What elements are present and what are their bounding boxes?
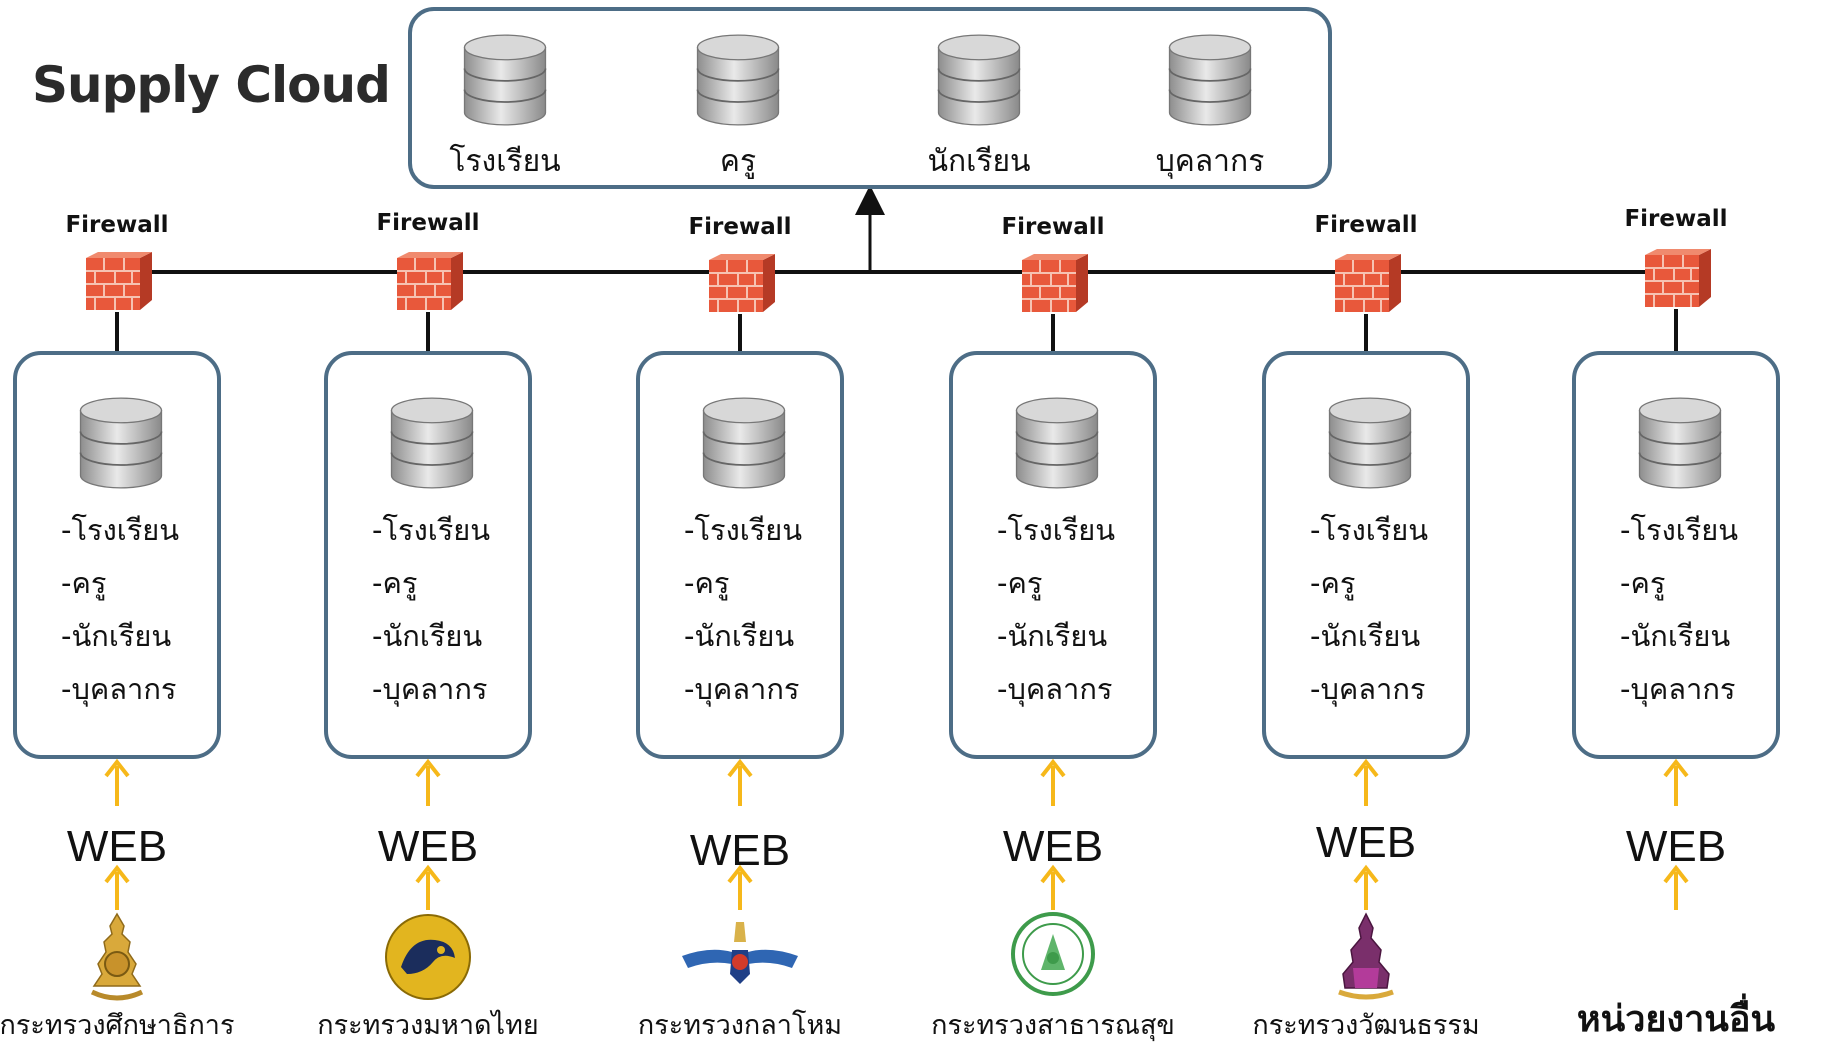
ministry-of-public-health-emblem	[1011, 912, 1095, 996]
firewall-icon	[703, 254, 777, 316]
database-icon	[694, 30, 782, 130]
database-icon	[1636, 393, 1724, 493]
submit-arrow	[415, 864, 441, 910]
firewall-icon	[391, 252, 465, 314]
agency-data-item: -ครู	[684, 566, 730, 600]
agency-name: กระทรวงมหาดไทย	[317, 1010, 539, 1041]
agency-data-item: -นักเรียน	[1620, 619, 1731, 653]
agency-data-item: -นักเรียน	[684, 619, 795, 653]
agency-name: กระทรวงศึกษาธิการ	[0, 1010, 235, 1041]
agency-data-item: -นักเรียน	[61, 619, 172, 653]
firewall-label: Firewall	[688, 214, 792, 240]
firewall-label: Firewall	[1624, 206, 1728, 232]
agency-data-item: -ครู	[1310, 566, 1356, 600]
web-label: WEB	[66, 822, 168, 871]
firewall-label: Firewall	[1001, 214, 1105, 240]
agency-name: กระทรวงกลาโหม	[637, 1010, 843, 1041]
agency-data-item: -นักเรียน	[372, 619, 483, 653]
agency-data-item: -บุคลากร	[1620, 672, 1736, 706]
agency-database-box: -โรงเรียน -ครู -นักเรียน -บุคลากร	[13, 351, 221, 759]
agency-data-item: -บุคลากร	[1310, 672, 1426, 706]
firewall-icon	[1016, 254, 1090, 316]
database-icon	[461, 30, 549, 130]
web-label: WEB	[1625, 822, 1727, 871]
agency-data-item: -โรงเรียน	[684, 513, 803, 547]
ministry-of-education-emblem	[82, 912, 152, 1002]
database-icon	[1166, 30, 1254, 130]
cloud-database-label: นักเรียน	[927, 144, 1031, 179]
agency-data-item: -บุคลากร	[684, 672, 800, 706]
agency-data-item: -โรงเรียน	[997, 513, 1116, 547]
firewall-icon	[1639, 249, 1713, 311]
database-icon	[1013, 393, 1101, 493]
agency-database-box: -โรงเรียน -ครู -นักเรียน -บุคลากร	[636, 351, 844, 759]
cloud-database-label: บุคลากร	[1155, 144, 1265, 179]
web-label: WEB	[1002, 822, 1104, 871]
firewall-icon	[1329, 254, 1403, 316]
agency-database-box: -โรงเรียน -ครู -นักเรียน -บุคลากร	[1262, 351, 1470, 759]
upload-arrow	[415, 758, 441, 806]
ministry-of-interior-emblem	[383, 912, 473, 1002]
page-title: Supply Cloud	[32, 56, 391, 114]
firewall-label: Firewall	[65, 212, 169, 238]
ministry-of-culture-emblem	[1331, 912, 1401, 1002]
agency-database-box: -โรงเรียน -ครู -นักเรียน -บุคลากร	[1572, 351, 1780, 759]
firewall-label: Firewall	[376, 210, 480, 236]
upload-arrow	[104, 758, 130, 806]
agency-database-box: -โรงเรียน -ครู -นักเรียน -บุคลากร	[949, 351, 1157, 759]
database-icon	[1326, 393, 1414, 493]
upload-arrow	[1663, 758, 1689, 806]
agency-data-item: -โรงเรียน	[61, 513, 180, 547]
agency-data-item: -ครู	[372, 566, 418, 600]
upload-arrow	[727, 758, 753, 806]
agency-name: กระทรวงวัฒนธรรม	[1252, 1010, 1480, 1041]
submit-arrow	[1353, 864, 1379, 910]
submit-arrow	[104, 864, 130, 910]
cloud-database-label: โรงเรียน	[449, 144, 561, 179]
agency-data-item: -บุคลากร	[997, 672, 1113, 706]
web-label: WEB	[689, 826, 791, 875]
agency-data-item: -บุคลากร	[61, 672, 177, 706]
database-icon	[388, 393, 476, 493]
submit-arrow	[1663, 864, 1689, 910]
submit-arrow	[1040, 864, 1066, 910]
ministry-of-defence-emblem	[680, 912, 800, 992]
firewall-icon	[80, 252, 154, 314]
agency-name: หน่วยงานอื่น	[1576, 999, 1776, 1040]
web-label: WEB	[377, 822, 479, 871]
agency-data-item: -โรงเรียน	[1310, 513, 1429, 547]
database-icon	[935, 30, 1023, 130]
agency-name: กระทรวงสาธารณสุข	[931, 1010, 1175, 1041]
cloud-database-label: ครู	[719, 144, 757, 179]
database-icon	[700, 393, 788, 493]
agency-data-item: -นักเรียน	[997, 619, 1108, 653]
agency-data-item: -โรงเรียน	[372, 513, 491, 547]
agency-data-item: -ครู	[997, 566, 1043, 600]
agency-data-item: -ครู	[1620, 566, 1666, 600]
database-icon	[77, 393, 165, 493]
agency-data-item: -โรงเรียน	[1620, 513, 1739, 547]
agency-data-item: -นักเรียน	[1310, 619, 1421, 653]
agency-data-item: -ครู	[61, 566, 107, 600]
submit-arrow	[727, 864, 753, 910]
web-label: WEB	[1315, 818, 1417, 867]
agency-database-box: -โรงเรียน -ครู -นักเรียน -บุคลากร	[324, 351, 532, 759]
upload-arrow	[1353, 758, 1379, 806]
upload-arrow	[1040, 758, 1066, 806]
firewall-label: Firewall	[1314, 212, 1418, 238]
agency-data-item: -บุคลากร	[372, 672, 488, 706]
